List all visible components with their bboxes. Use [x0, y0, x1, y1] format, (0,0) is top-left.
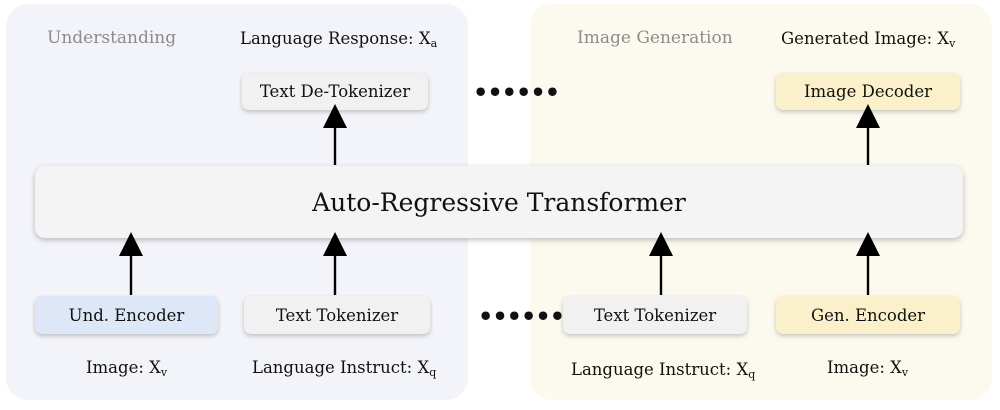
gen-encoder-box: Gen. Encoder: [776, 296, 960, 334]
ellipsis-top: ••••••: [473, 78, 560, 107]
understanding-label: Understanding: [47, 28, 177, 48]
image-input-label-understanding: Image: Xv: [86, 358, 168, 379]
generated-image-label: Generated Image: Xv: [781, 29, 956, 50]
image-input-label-generation: Image: Xv: [827, 358, 909, 379]
und-encoder-box: Und. Encoder: [35, 296, 218, 334]
language-response-label: Language Response: Xa: [240, 29, 438, 50]
language-instruct-label-understanding: Language Instruct: Xq: [252, 358, 437, 379]
ellipsis-bottom: ••••••: [478, 302, 565, 331]
text-tokenizer-box-understanding: Text Tokenizer: [244, 296, 430, 334]
language-instruct-label-generation: Language Instruct: Xq: [571, 360, 756, 381]
image-decoder-box: Image Decoder: [776, 73, 960, 110]
image-generation-label: Image Generation: [577, 28, 733, 48]
text-detokenizer-box: Text De-Tokenizer: [242, 73, 428, 110]
auto-regressive-transformer: Auto-Regressive Transformer: [35, 166, 963, 238]
text-tokenizer-box-generation: Text Tokenizer: [563, 296, 747, 334]
